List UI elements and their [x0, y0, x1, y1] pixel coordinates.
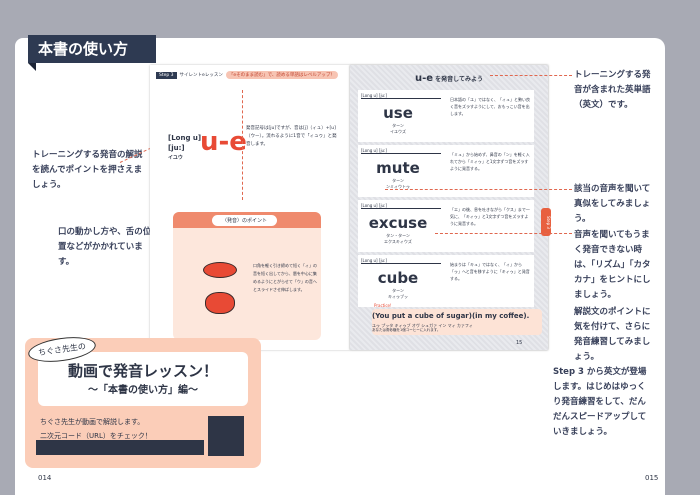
video-line2: 二次元コード（URL）をチェック！ [40, 432, 152, 440]
card-word: use [383, 104, 413, 122]
lesson-tag: 「eそのまま読む」で、読める単語はレベルアップ！ [225, 71, 338, 79]
note-explanation: トレーニングする発音の解説を読んでポイントを押さえましょう。 [32, 150, 143, 190]
card-desc: 日本語の「ユ」ではなく、「ィュ」と勢い良く音をズラすようにして、おもっこい音を出… [450, 97, 530, 116]
note-word: トレーニングする発音が含まれた英単語（英文）です。 [574, 70, 651, 110]
url-bar[interactable] [36, 440, 204, 455]
card-word: excuse [368, 214, 428, 232]
card-word: cube [377, 269, 419, 287]
point-description: 口角を軽く引き締めて短く「ィ」の音を短く出してから、唇を中心に集めるようにとがら… [253, 263, 317, 292]
video-line1: ちぐさ先生が動画で解説します。 [40, 418, 145, 426]
video-subtitle: 〜「本書の使い方」編〜 [88, 385, 198, 396]
page-number-left: 014 [38, 474, 52, 482]
label-long-u: [Long u] [168, 134, 202, 142]
card-kana: ターンイユウズ [390, 123, 406, 134]
card-kana: ターンキィゥブッ [388, 288, 408, 299]
title-rest: を発音してみよう [435, 76, 483, 83]
card-desc: 「ミュ」から始めず、鼻音の「ン」を軽く入れてから「ミィゥ」と1文字ずつ音をズラす… [450, 152, 530, 171]
qr-code[interactable] [208, 416, 244, 456]
title-sound: u-e [415, 73, 434, 84]
video-title-box: 動画で発音レッスン！ 〜「本書の使い方」編〜 [38, 352, 248, 406]
divider [242, 90, 243, 200]
video-text: ちぐさ先生が動画で解説します。二次元コード（URL）をチェック！ [40, 415, 152, 443]
note-sentence: Step 3 から英文が登場します。はじめはゆっくり発音練習をして、だんだんスピ… [553, 367, 647, 437]
card-head: [Long u] [ju:] [361, 93, 441, 99]
note-audio: 該当の音声を聞いて真似をしてみましょう。 [574, 184, 651, 224]
title-fold [28, 63, 36, 71]
lips-smile-icon [203, 262, 237, 278]
card-kana: タン・ターンエクスキィウズ [384, 233, 412, 244]
note-rhythm: 音声を聞いてもうまく発音できない時は、「リズム」「カタカナ」をヒントにしましょう… [574, 230, 651, 300]
leader-line [385, 189, 572, 190]
sentence-ja: あなたは角砂糖を1個コーヒーに入れます。 [372, 328, 441, 332]
practice-box: Practice! (You put a cube of sugar)(in m… [372, 303, 542, 335]
lesson-name: サイレントeレッスン [179, 73, 223, 78]
sound-title: u-e [200, 127, 247, 157]
sound-description: 発音記号は[ju]ですが、音は[j]（ィュ）+[u]（ウー）。流れるように1音で… [246, 126, 337, 147]
phonetic-label: [Long u] [ju:] イユウ [168, 133, 201, 163]
sentence-kana: ユゥ プッタ キィゥブ オヴ シュガァ イン マィ カァフィ [372, 323, 473, 328]
card-word: mute [376, 159, 420, 177]
lips-round-icon [205, 292, 235, 314]
step-badge: Step 3 [156, 71, 177, 79]
step-side-tab: Step 3 [541, 208, 551, 236]
label-ipa: [ju:] [168, 144, 185, 152]
card-kana: ターンンミィウトゥ [386, 178, 410, 189]
leader-line [435, 233, 572, 234]
card-head: [Long u] [ju:] [361, 203, 441, 209]
point-title: 〈発音〉のポイント [212, 215, 278, 226]
practice-sentence: (You put a cube of sugar)(in my coffee). [372, 312, 530, 320]
card-desc: 始まりは「キュ」ではなく、「ィ」から「ゥ」へと音を移すように「キィゥ」と発音する… [450, 262, 530, 281]
label-kana: イユウ [168, 155, 183, 161]
practice-label: Practice! [374, 303, 392, 308]
point-box: 口角を軽く引き締めて短く「ィ」の音を短く出してから、唇を中心に集めるようにとがら… [173, 212, 321, 340]
note-mouth: 口の動かし方や、舌の位置などがかかれています。 [58, 227, 152, 267]
page-number-right: 015 [645, 474, 659, 482]
page-title: 本書の使い方 [28, 35, 156, 63]
mini-page-number: 15 [516, 340, 523, 346]
practice-title: u-e を発音してみよう [350, 73, 548, 84]
card-desc: 「エ」の後、息を吐きながら「クス」まで一気に、「キィゥ」と1文字ずつ音をズラすよ… [450, 207, 530, 226]
video-title: 動画で発音レッスン！ [67, 362, 218, 380]
card-head: [Long u] [ju:] [361, 148, 441, 154]
leader-line [490, 75, 572, 76]
note-tips: 解説文のポイントに気を付けて、さらに発音練習してみましょう。 [574, 307, 651, 362]
card-head: [Long u] [ju:] [361, 258, 441, 264]
